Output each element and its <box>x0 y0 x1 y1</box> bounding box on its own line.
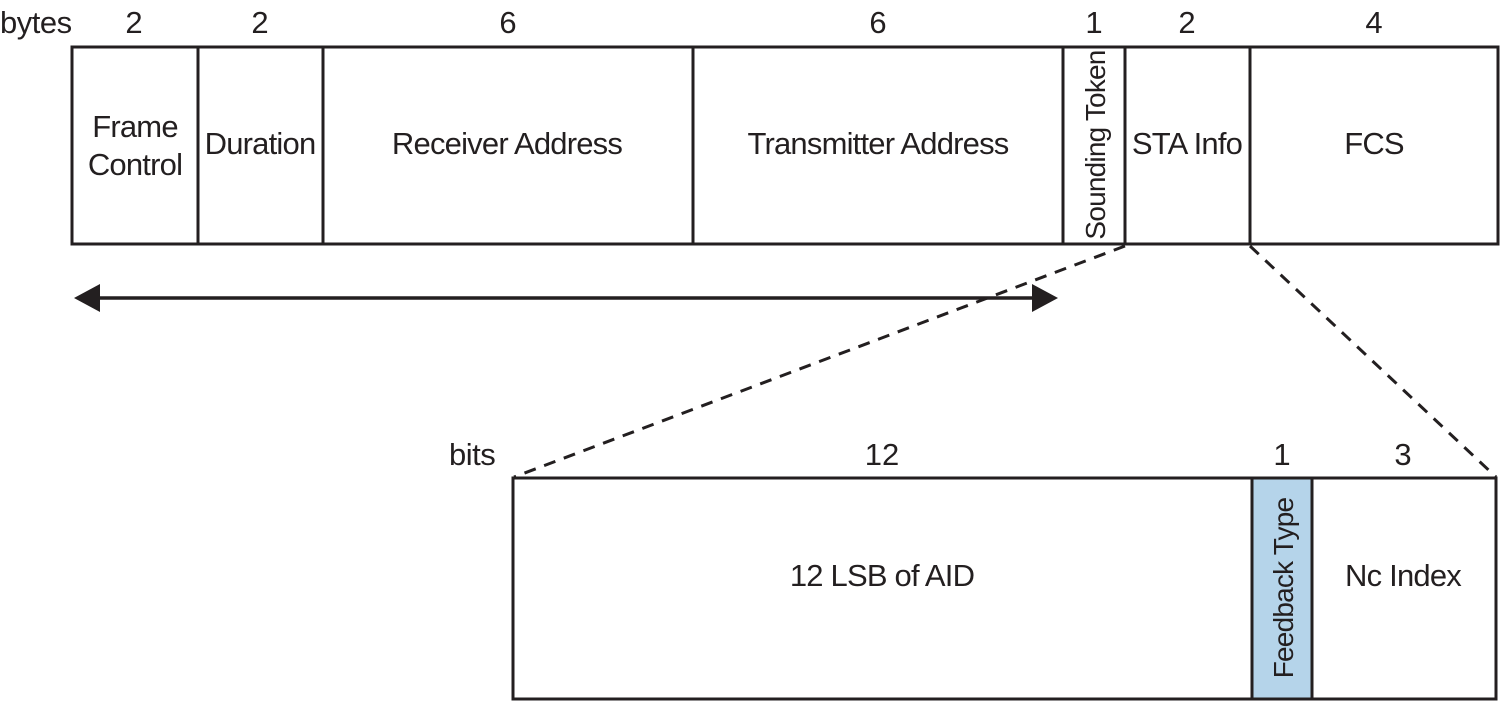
frame-field-sta-info: 2 STA Info <box>1123 5 1252 246</box>
expansion-line-right <box>1248 244 1498 479</box>
field-size: 6 <box>869 5 886 40</box>
field-size: 1 <box>1085 5 1102 40</box>
field-size: 1 <box>1273 437 1290 472</box>
arrow-head-right-icon <box>1032 284 1058 312</box>
frame-field-fcs: 4 FCS <box>1248 5 1500 246</box>
field-box <box>691 45 1065 246</box>
field-label-line: Duration <box>205 126 316 161</box>
field-label-line: Sounding Token <box>1080 50 1111 239</box>
field-size: 3 <box>1394 437 1411 472</box>
field-box <box>321 45 695 246</box>
field-label-line: Feedback Type <box>1268 498 1299 679</box>
field-box <box>1123 45 1252 246</box>
frame-field-sounding-token: 1 Sounding Token <box>1061 5 1127 246</box>
frame-unit-label: bytes <box>0 5 72 40</box>
field-box <box>196 45 325 246</box>
frame-field-duration: 2 Duration <box>196 5 325 246</box>
field-label-line: Frame <box>92 109 178 144</box>
sta-info-unit-label: bits <box>449 437 495 472</box>
field-label-line: Nc Index <box>1345 558 1462 593</box>
field-box <box>70 45 200 246</box>
arrow-head-left-icon <box>74 284 100 312</box>
sta-field-aid-lsb: 12 12 LSB of AID <box>511 437 1254 701</box>
field-size: 6 <box>499 5 516 40</box>
field-box <box>1248 45 1500 246</box>
frame-field-frame-control: 2 Frame Control <box>70 5 200 246</box>
field-size: 12 <box>865 437 899 472</box>
field-box-highlighted <box>1250 476 1314 701</box>
sta-field-feedback-type: 1 Feedback Type <box>1250 437 1314 701</box>
frame-field-receiver-address: 6 Receiver Address <box>321 5 695 246</box>
field-box <box>1310 476 1498 701</box>
field-box <box>511 476 1254 701</box>
sta-field-nc-index: 3 Nc Index <box>1310 437 1498 701</box>
expansion-line-left <box>513 244 1126 479</box>
field-size: 2 <box>1178 5 1195 40</box>
span-arrow <box>74 284 1058 312</box>
field-label-line: 12 LSB of AID <box>790 558 974 593</box>
field-label-line: Receiver Address <box>392 126 622 161</box>
field-label-line: Control <box>88 147 182 182</box>
field-size: 2 <box>251 5 268 40</box>
field-size: 4 <box>1365 5 1382 40</box>
field-label-line: FCS <box>1344 126 1404 161</box>
field-size: 2 <box>125 5 142 40</box>
field-label-line: STA Info <box>1132 126 1242 161</box>
frame-field-transmitter-address: 6 Transmitter Address <box>691 5 1065 246</box>
field-label-line: Transmitter Address <box>747 126 1008 161</box>
